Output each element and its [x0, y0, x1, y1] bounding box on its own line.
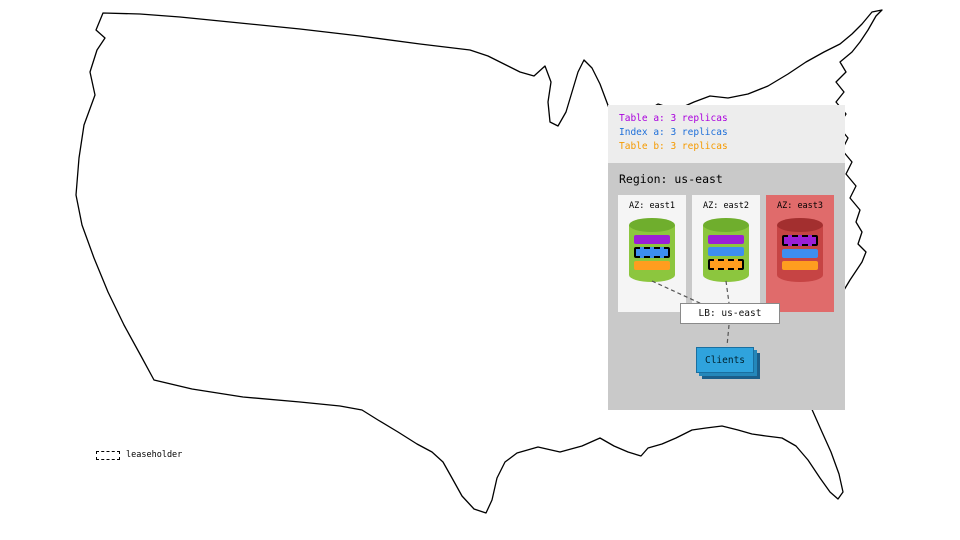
replica-bars — [708, 235, 744, 270]
az-east2: AZ: east2 — [692, 195, 760, 312]
leaseholder-swatch-icon — [96, 450, 120, 460]
replica-bar-index-a — [782, 249, 818, 258]
replica-bar-index-a — [708, 247, 744, 256]
database-cylinder-east3 — [777, 218, 823, 282]
load-balancer-box: LB: us-east — [680, 303, 780, 324]
az-east1: AZ: east1 — [618, 195, 686, 312]
az-east1-label: AZ: east1 — [628, 201, 676, 211]
legend-item-table-a: Table a: 3 replicas — [619, 113, 728, 124]
replica-bars — [782, 235, 818, 270]
replica-bar-table-a — [634, 235, 670, 244]
clients-box: Clients — [696, 347, 754, 373]
legend-item-index-a: Index a: 3 replicas — [619, 127, 728, 138]
replica-bar-leaseholder-table-a — [782, 235, 818, 246]
legend-item-table-b: Table b: 3 replicas — [619, 141, 728, 152]
az-east3-label: AZ: east3 — [776, 201, 824, 211]
load-balancer-label: LB: us-east — [698, 308, 762, 319]
region-title: Region: us-east — [619, 172, 723, 186]
leaseholder-legend: leaseholder — [96, 450, 182, 460]
replica-bar-table-b — [782, 261, 818, 270]
replica-bars — [634, 235, 670, 270]
clients-stack: Clients — [696, 347, 760, 379]
leaseholder-legend-label: leaseholder — [126, 450, 183, 460]
replica-bar-leaseholder-index-a — [634, 247, 670, 258]
cylinder-top — [777, 218, 823, 232]
replica-bar-table-b — [634, 261, 670, 270]
cylinder-top — [703, 218, 749, 232]
database-cylinder-east2 — [703, 218, 749, 282]
replica-legend-panel: Table a: 3 replicas Index a: 3 replicas … — [608, 105, 845, 163]
clients-label: Clients — [704, 354, 746, 366]
az-east3: AZ: east3 — [766, 195, 834, 312]
replica-bar-table-a — [708, 235, 744, 244]
cylinder-top — [629, 218, 675, 232]
az-east2-label: AZ: east2 — [702, 201, 750, 211]
database-cylinder-east1 — [629, 218, 675, 282]
replica-bar-leaseholder-table-b — [708, 259, 744, 270]
